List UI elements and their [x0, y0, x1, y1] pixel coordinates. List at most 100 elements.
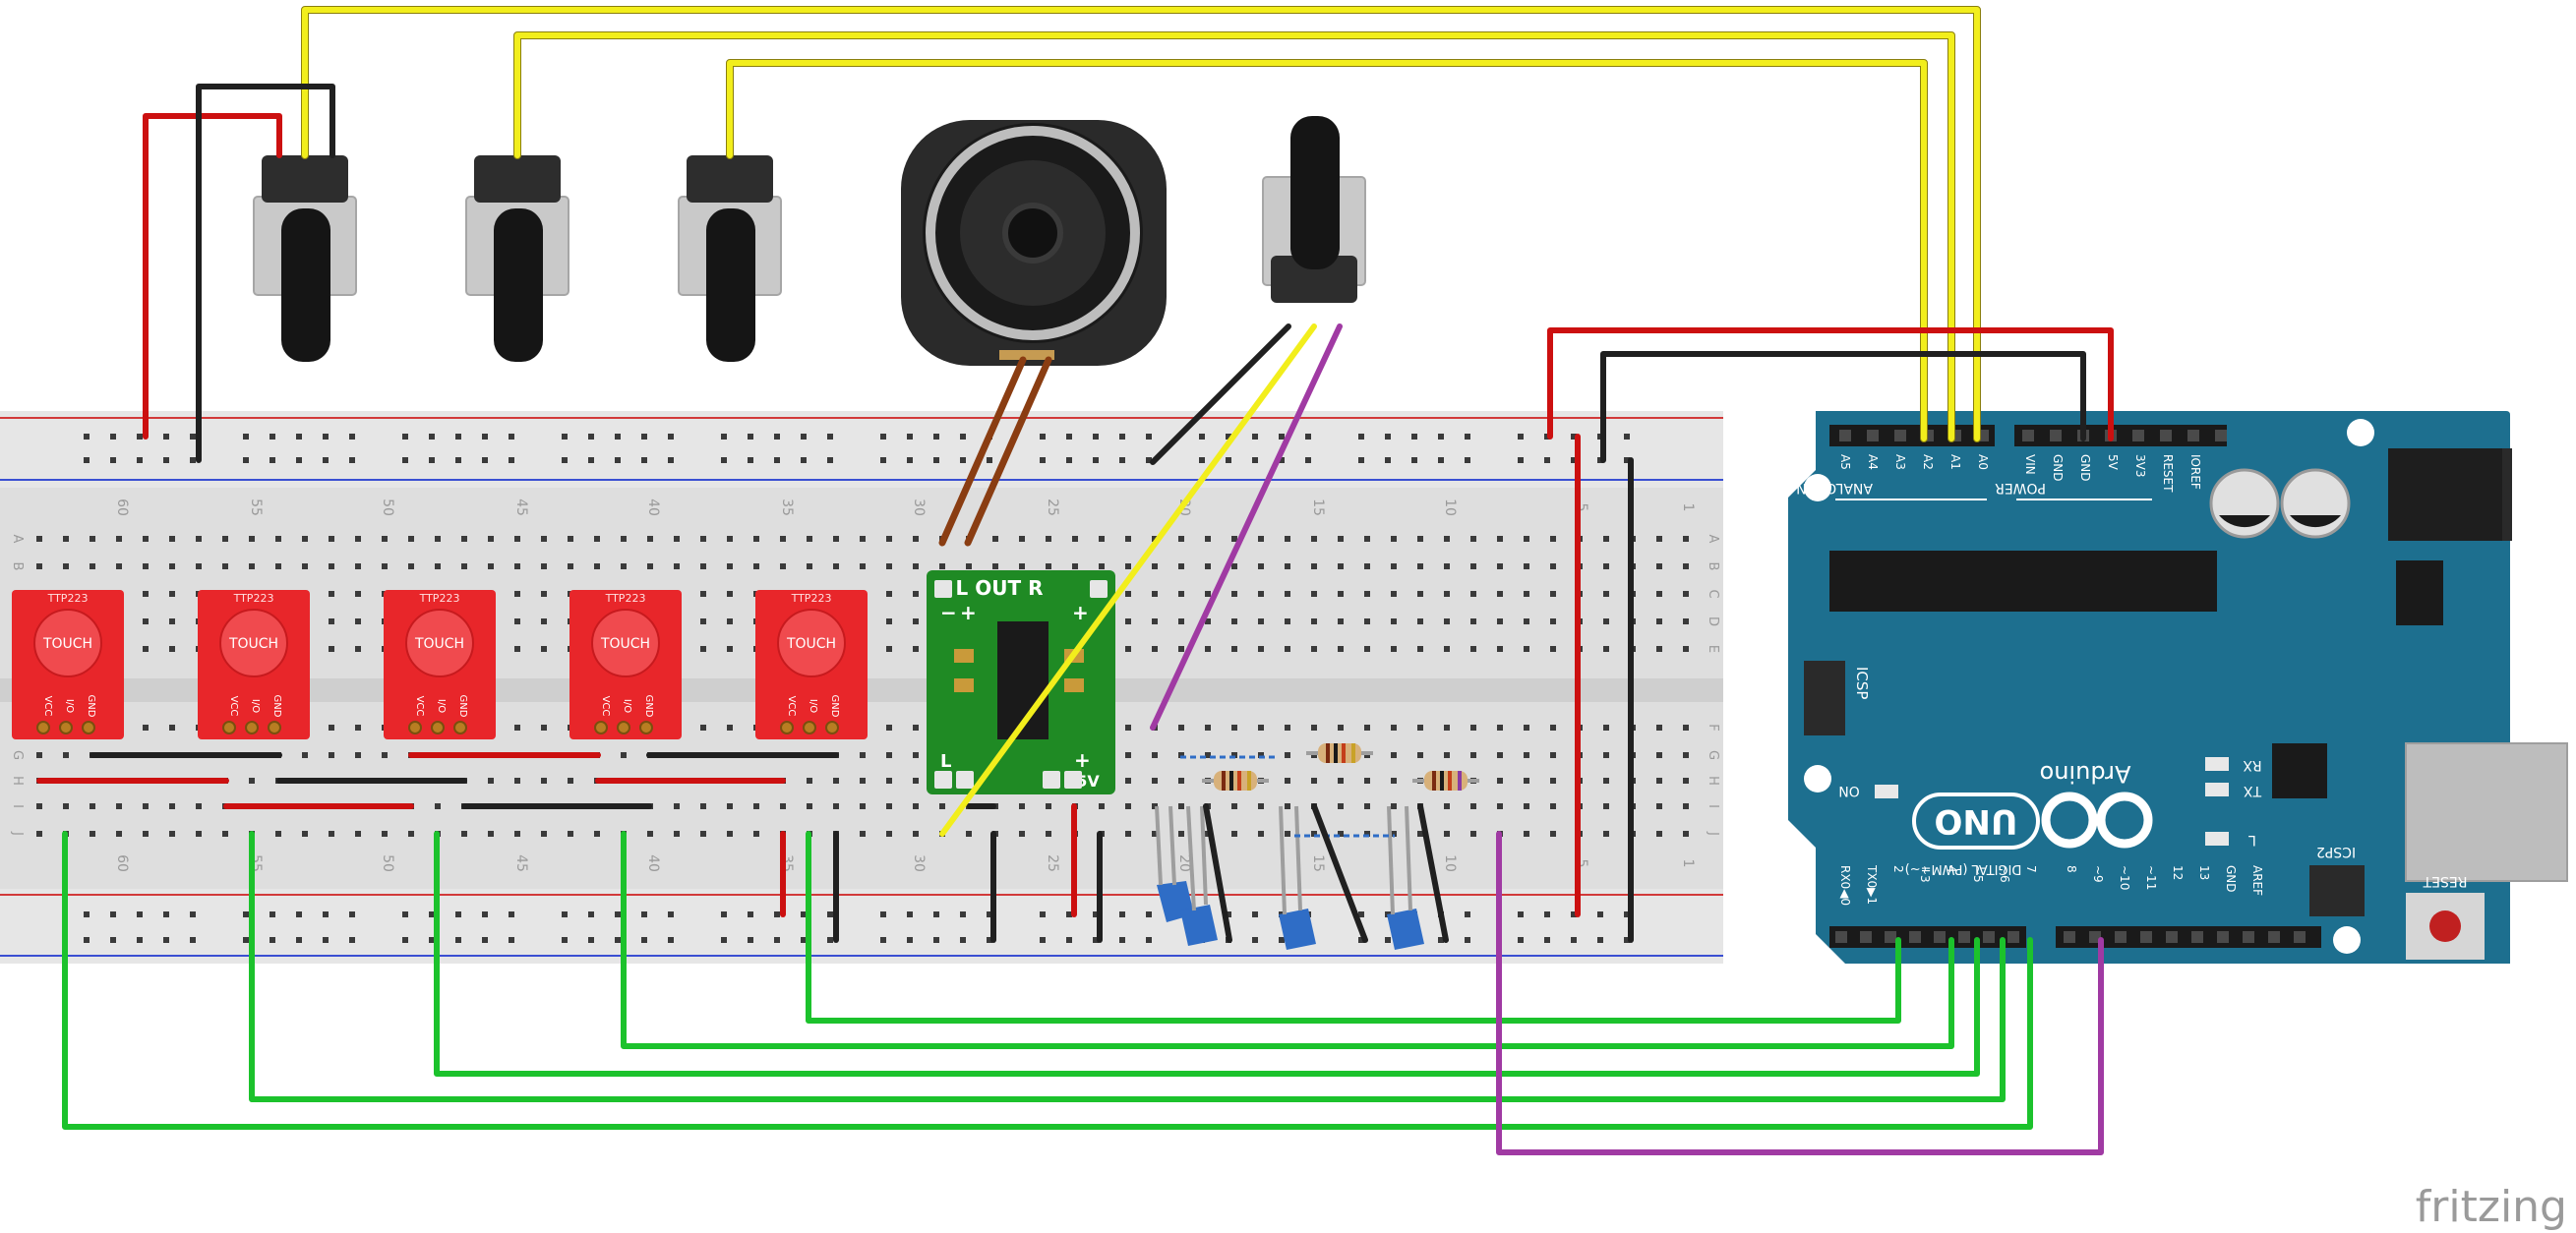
- rail-hole: [1438, 457, 1444, 463]
- breadboard-hole: [541, 563, 547, 569]
- column-number: 15: [1310, 499, 1326, 516]
- column-number: 40: [645, 854, 661, 872]
- breadboard-hole: [169, 646, 175, 652]
- rail-hole: [1040, 434, 1046, 440]
- breadboard-hole: [541, 646, 547, 652]
- mounting-hole: [2347, 419, 2374, 446]
- column-number: 5: [1574, 859, 1589, 868]
- reset-button-cap[interactable]: [2429, 910, 2461, 942]
- rail-hole: [402, 457, 408, 463]
- breadboard-hole: [355, 536, 361, 542]
- rail-hole: [880, 457, 886, 463]
- rail-hole: [907, 911, 913, 917]
- rail-hole: [1597, 937, 1603, 943]
- pin-label: ~6: [1998, 865, 2011, 883]
- power-jack-end: [2502, 448, 2512, 541]
- breadboard-hole: [1152, 536, 1158, 542]
- breadboard-hole: [1178, 563, 1184, 569]
- row-letter: J: [1706, 831, 1720, 836]
- rail-hole: [1066, 937, 1072, 943]
- rail-hole: [641, 911, 647, 917]
- breadboard-hole: [355, 646, 361, 652]
- rail-hole: [1305, 434, 1311, 440]
- breadboard-hole: [992, 563, 998, 569]
- reset-label: RESET: [2423, 873, 2467, 889]
- breadboard-hole: [169, 563, 175, 569]
- rail-hole: [615, 434, 621, 440]
- breadboard-hole: [1285, 591, 1290, 597]
- breadboard-hole: [1444, 618, 1450, 624]
- usb-port: [2405, 742, 2568, 882]
- rail-hole: [296, 434, 302, 440]
- rail-hole: [509, 434, 514, 440]
- breadboard-hole: [913, 752, 919, 758]
- breadboard-hole: [1072, 536, 1078, 542]
- breadboard-hole: [1152, 618, 1158, 624]
- pot-knob: [706, 208, 755, 362]
- breadboard-hole: [1417, 563, 1423, 569]
- wire-yellow-volume: [939, 323, 1317, 837]
- rail-hole: [296, 911, 302, 917]
- breadboard-hole: [1019, 831, 1025, 837]
- breadboard-hole: [727, 725, 733, 731]
- pin-label-io: I/O: [436, 699, 447, 713]
- breadboard-hole: [1524, 591, 1529, 597]
- rail-hole: [1199, 434, 1205, 440]
- breadboard-hole: [1311, 563, 1317, 569]
- rail-hole: [1385, 434, 1391, 440]
- breadboard-hole: [1125, 803, 1131, 809]
- amp-pad: [934, 580, 952, 598]
- ceramic-capacitor: [1387, 909, 1424, 950]
- column-number: 5: [1574, 503, 1589, 512]
- rail-hole: [482, 434, 488, 440]
- breadboard-hole: [1231, 646, 1237, 652]
- breadboard-hole: [1311, 831, 1317, 837]
- breadboard-hole: [143, 591, 149, 597]
- rail-hole: [1358, 457, 1364, 463]
- breadboard-hole: [727, 803, 733, 809]
- pin-label-vcc: VCC: [228, 696, 239, 717]
- pin-pad: [803, 721, 816, 734]
- pin-label: GND: [2224, 865, 2238, 893]
- pot-bottom: [1271, 256, 1357, 303]
- analog-header-label: ANALOG IN: [1796, 480, 1873, 496]
- breadboard-hole: [222, 831, 228, 837]
- pin-label-io: I/O: [622, 699, 632, 713]
- amp-plus-label: +: [960, 601, 977, 624]
- breadboard-hole: [1497, 725, 1503, 731]
- breadboard-hole: [568, 831, 573, 837]
- header-pin: [2166, 931, 2178, 943]
- breadboard-hole: [1285, 778, 1290, 784]
- bottom-power-rail: [0, 889, 1723, 964]
- column-number: 15: [1310, 854, 1326, 872]
- breadboard-hole: [1231, 536, 1237, 542]
- breadboard-hole: [1099, 803, 1105, 809]
- header-pin: [2215, 430, 2227, 441]
- rail-hole: [1385, 457, 1391, 463]
- resistor-band: [1342, 743, 1346, 763]
- breadboard-hole: [1550, 536, 1556, 542]
- breadboard-hole: [196, 563, 202, 569]
- column-number: 50: [380, 854, 395, 872]
- breadboard-hole: [1285, 536, 1290, 542]
- breadboard-hole: [541, 778, 547, 784]
- breadboard-hole: [435, 536, 441, 542]
- row-letter: G: [10, 750, 25, 760]
- rail-hole: [588, 937, 594, 943]
- rail-hole: [509, 937, 514, 943]
- breadboard-hole: [169, 618, 175, 624]
- resistor-band: [1440, 771, 1444, 791]
- breadboard-hole: [647, 563, 653, 569]
- mounting-hole: [2333, 926, 2361, 954]
- breadboard-hole: [90, 563, 95, 569]
- touch-sensor: TTP223 TOUCH VCC I/O GND: [755, 590, 868, 739]
- amp-minus-label: −: [940, 601, 957, 624]
- pin-label: A4: [1866, 454, 1880, 470]
- breadboard-hole: [674, 563, 680, 569]
- rail-hole: [1040, 937, 1046, 943]
- breadboard-hole: [1364, 831, 1370, 837]
- resistor: [1412, 771, 1479, 791]
- touch-label: TOUCH: [414, 636, 464, 652]
- breadboard-hole: [1205, 752, 1211, 758]
- icsp2-label: ICSP2: [2316, 844, 2356, 859]
